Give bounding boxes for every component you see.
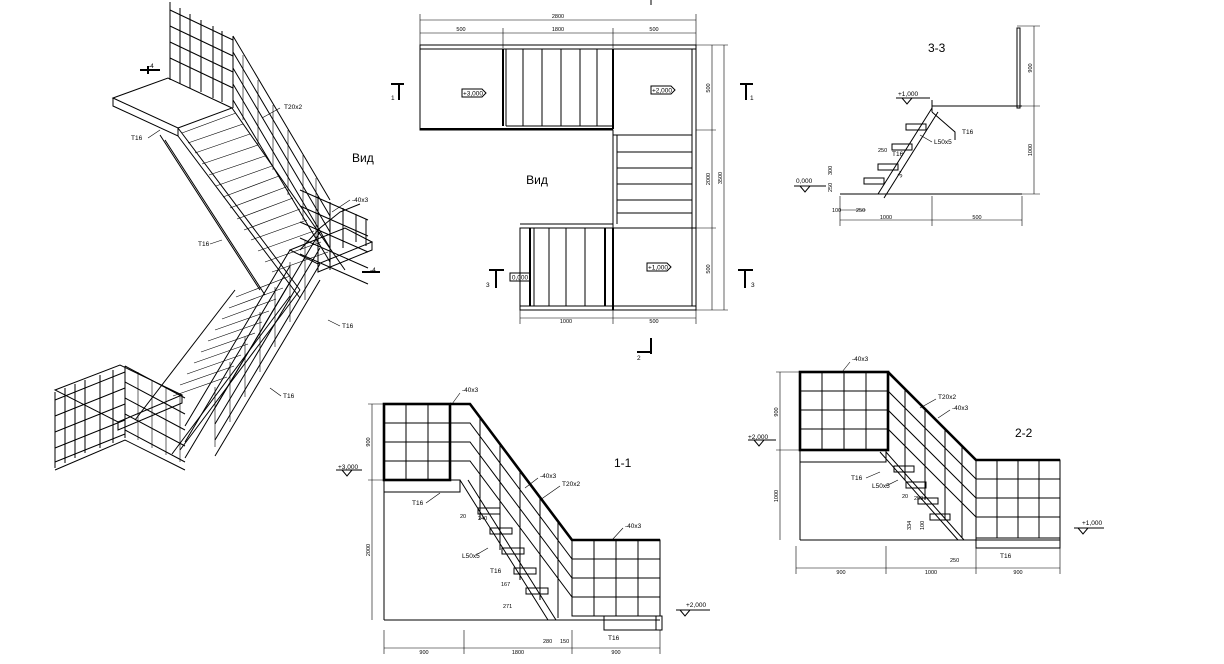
s22-step-a: 20 bbox=[902, 494, 908, 500]
s11-pipe-bottom: Т16 bbox=[608, 635, 620, 642]
plan-view: 2800 500 1800 500 bbox=[391, 0, 755, 362]
dim-plan-total: 2800 bbox=[552, 14, 564, 20]
s22-step-c: 334 bbox=[907, 521, 913, 530]
s33-step-e: 250 bbox=[878, 148, 887, 154]
plan-level-top-right: +2,000 bbox=[652, 88, 672, 95]
s22-pipe-bottom: Т16 bbox=[1000, 553, 1012, 560]
section-2-2-title: 2-2 bbox=[1015, 426, 1033, 440]
s11-dim-bottom-left: 900 bbox=[419, 650, 428, 656]
s11-step-rise: 167 bbox=[501, 582, 510, 588]
section-2-2: 2-2 900 1000 +2,000 -40х3 Т20х2 -40х3 bbox=[748, 356, 1104, 576]
iso-strip: -40х3 bbox=[352, 197, 369, 204]
s11-pipe: Т20х2 bbox=[562, 481, 580, 488]
s11-angle: L50х5 bbox=[462, 553, 480, 560]
section-1-1-title: 1-1 bbox=[614, 456, 632, 470]
iso-pipe-bottom: Т16 bbox=[283, 393, 295, 400]
s33-pipe: Т16 bbox=[962, 129, 974, 136]
s11-dim-bottom-mid: 1800 bbox=[512, 650, 524, 656]
plan-level-bottom-left: 0,000 bbox=[512, 275, 529, 282]
s33-pipe-lower: Т16 bbox=[892, 151, 904, 158]
s33-dim-right-upper: 900 bbox=[1028, 63, 1034, 72]
s11-level-top: +3,000 bbox=[338, 464, 358, 471]
dim-plan-top-left: 500 bbox=[456, 27, 465, 33]
s22-dim-bottom-left: 900 bbox=[836, 570, 845, 576]
s11-step-run: 280 bbox=[543, 639, 552, 645]
s22-angle: L50х5 bbox=[872, 483, 890, 490]
s33-step-a: 300 bbox=[828, 166, 834, 175]
section-3-3-title: 3-3 bbox=[928, 41, 946, 55]
s11-step-a: 20 bbox=[460, 514, 466, 520]
s22-step-d: 100 bbox=[920, 521, 926, 530]
s22-step-e: 250 bbox=[950, 558, 959, 564]
iso-mark-2: -4 bbox=[370, 267, 376, 274]
s11-step-b: 240 bbox=[478, 516, 487, 522]
s22-dim-left-lower: 1000 bbox=[774, 490, 780, 502]
s11-pipe-upper: Т16 bbox=[412, 500, 424, 507]
s33-dim-right-lower: 1000 bbox=[1028, 144, 1034, 156]
s11-step-d: 150 bbox=[560, 639, 569, 645]
s11-dim-left-lower: 2000 bbox=[366, 544, 372, 556]
dim-plan-right-bottom: 500 bbox=[706, 264, 712, 273]
s22-step-b: 250 bbox=[914, 496, 923, 502]
iso-pipe-top: Т20х2 bbox=[284, 104, 302, 111]
iso-pipe-mid: Т16 bbox=[198, 241, 210, 248]
plan-level-bottom-right: +1,000 bbox=[648, 265, 668, 272]
s11-pipe-lower: Т16 bbox=[490, 568, 502, 575]
s33-angle: L50х5 bbox=[934, 139, 952, 146]
s22-strip-top: -40х3 bbox=[852, 356, 869, 363]
section-mark-3-left: 3 bbox=[486, 282, 490, 289]
s11-dim-bottom-right: 900 bbox=[611, 650, 620, 656]
s11-strip-right: -40х3 bbox=[625, 523, 642, 530]
dim-plan-right-mid: 2000 bbox=[706, 173, 712, 185]
section-mark-1-left: 1 bbox=[391, 95, 395, 102]
s22-dim-bottom-right: 900 bbox=[1013, 570, 1022, 576]
iso-pipe-left: Т16 bbox=[131, 135, 143, 142]
s22-pipe-left: Т16 bbox=[851, 475, 863, 482]
s11-dim-left-upper: 900 bbox=[366, 437, 372, 446]
plan-title: Вид bbox=[526, 173, 548, 187]
dim-plan-top-right: 500 bbox=[649, 27, 658, 33]
dim-plan-top-mid: 1800 bbox=[552, 27, 564, 33]
s33-step-b: 250 bbox=[828, 183, 834, 192]
s33-slope: 3° bbox=[896, 169, 906, 179]
s33-step-d: 250 bbox=[856, 208, 865, 214]
s11-strip-mid: -40х3 bbox=[540, 473, 557, 480]
iso-title: Вид bbox=[352, 151, 374, 165]
s22-dim-bottom-mid: 1000 bbox=[925, 570, 937, 576]
s33-level-bottom: 0,000 bbox=[796, 178, 813, 185]
s33-dim-bottom-left: 1000 bbox=[880, 215, 892, 221]
plan-level-top-left: +3,000 bbox=[463, 91, 483, 98]
dim-plan-bottom-right: 500 bbox=[649, 319, 658, 325]
section-1-1: 1-1 900 2000 +3,000 -40х3 -40х3 bbox=[336, 387, 710, 656]
s11-strip-top: -40х3 bbox=[462, 387, 479, 394]
s22-pipe: Т20х2 bbox=[938, 394, 956, 401]
s11-step-c: 271 bbox=[503, 604, 512, 610]
s22-strip-mid: -40х3 bbox=[952, 405, 969, 412]
section-mark-1-right: 1 bbox=[750, 95, 754, 102]
s33-step-c: 100 bbox=[832, 208, 841, 214]
iso-mark-1: -4 bbox=[148, 63, 154, 70]
s22-dim-left-upper: 900 bbox=[774, 407, 780, 416]
isometric-view: Вид bbox=[53, 2, 380, 471]
section-mark-2: 2 bbox=[637, 355, 641, 362]
s33-dim-bottom-right: 500 bbox=[972, 215, 981, 221]
dim-plan-bottom-left: 1000 bbox=[560, 319, 572, 325]
section-3-3: 3-3 900 1000 +1,000 0,000 Т16 L50х5 Т16 … bbox=[794, 25, 1040, 226]
dim-plan-right-total: 3500 bbox=[718, 172, 724, 184]
s33-level-top: +1,000 bbox=[898, 91, 918, 98]
s11-level-bottom: +2,000 bbox=[686, 602, 706, 609]
s22-level-bottom: +1,000 bbox=[1082, 520, 1102, 527]
iso-pipe-right: Т16 bbox=[342, 323, 354, 330]
dim-plan-right-top: 500 bbox=[706, 83, 712, 92]
section-mark-3-right: 3 bbox=[751, 282, 755, 289]
s22-level-top: +2,000 bbox=[748, 434, 768, 441]
